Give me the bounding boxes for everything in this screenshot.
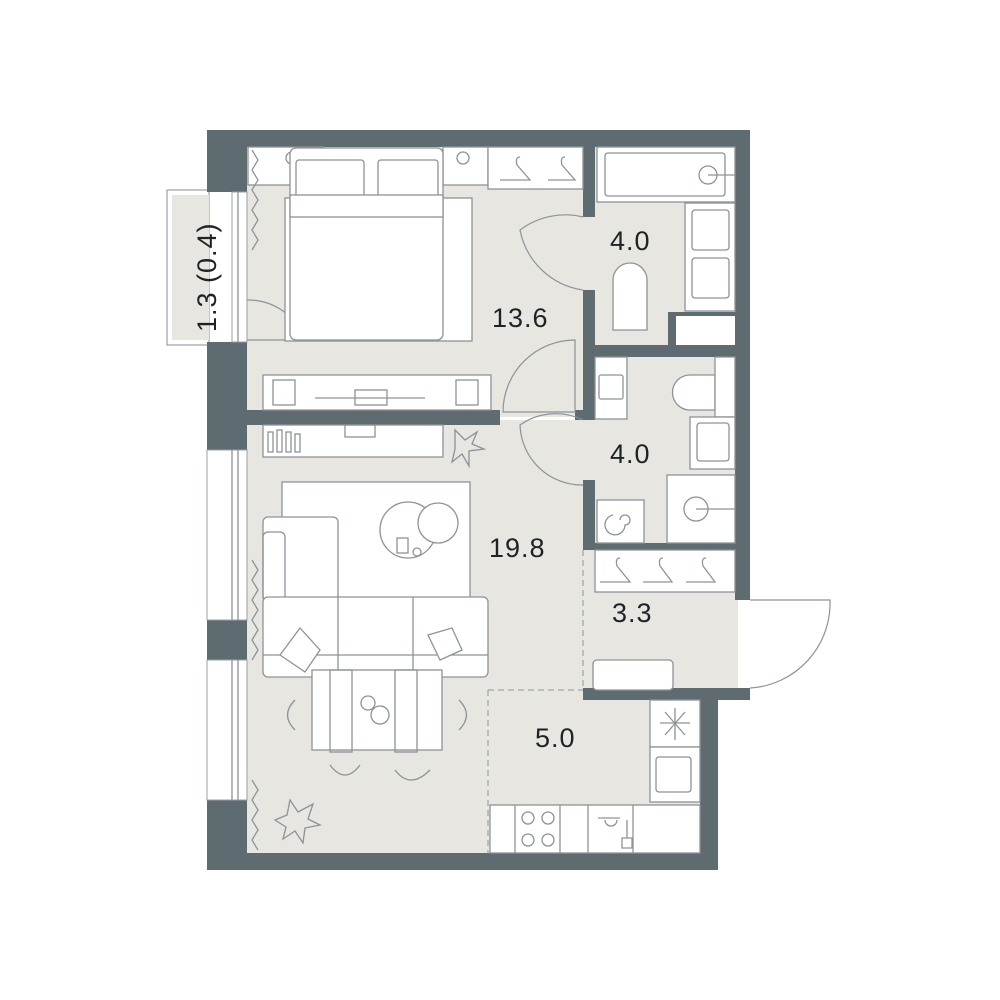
living-furniture <box>251 424 489 851</box>
area-label-living-room: 19.8 <box>489 533 546 563</box>
walls <box>207 130 750 870</box>
hallway-furniture <box>592 549 736 691</box>
area-label-hallway: 3.3 <box>612 598 653 628</box>
bathroom-furniture <box>596 146 736 331</box>
bedroom-furniture <box>247 146 584 411</box>
area-label-wc-laundry: 4.0 <box>610 439 651 469</box>
windows <box>206 191 248 801</box>
area-label-balcony: 1.3 (0.4) <box>192 222 222 332</box>
area-label-bathroom: 4.0 <box>610 226 651 256</box>
balcony <box>166 189 210 346</box>
area-label-bedroom: 13.6 <box>492 303 549 333</box>
area-label-kitchen: 5.0 <box>535 723 576 753</box>
kitchen-furniture <box>489 699 701 854</box>
wc-laundry-furniture <box>594 356 736 544</box>
